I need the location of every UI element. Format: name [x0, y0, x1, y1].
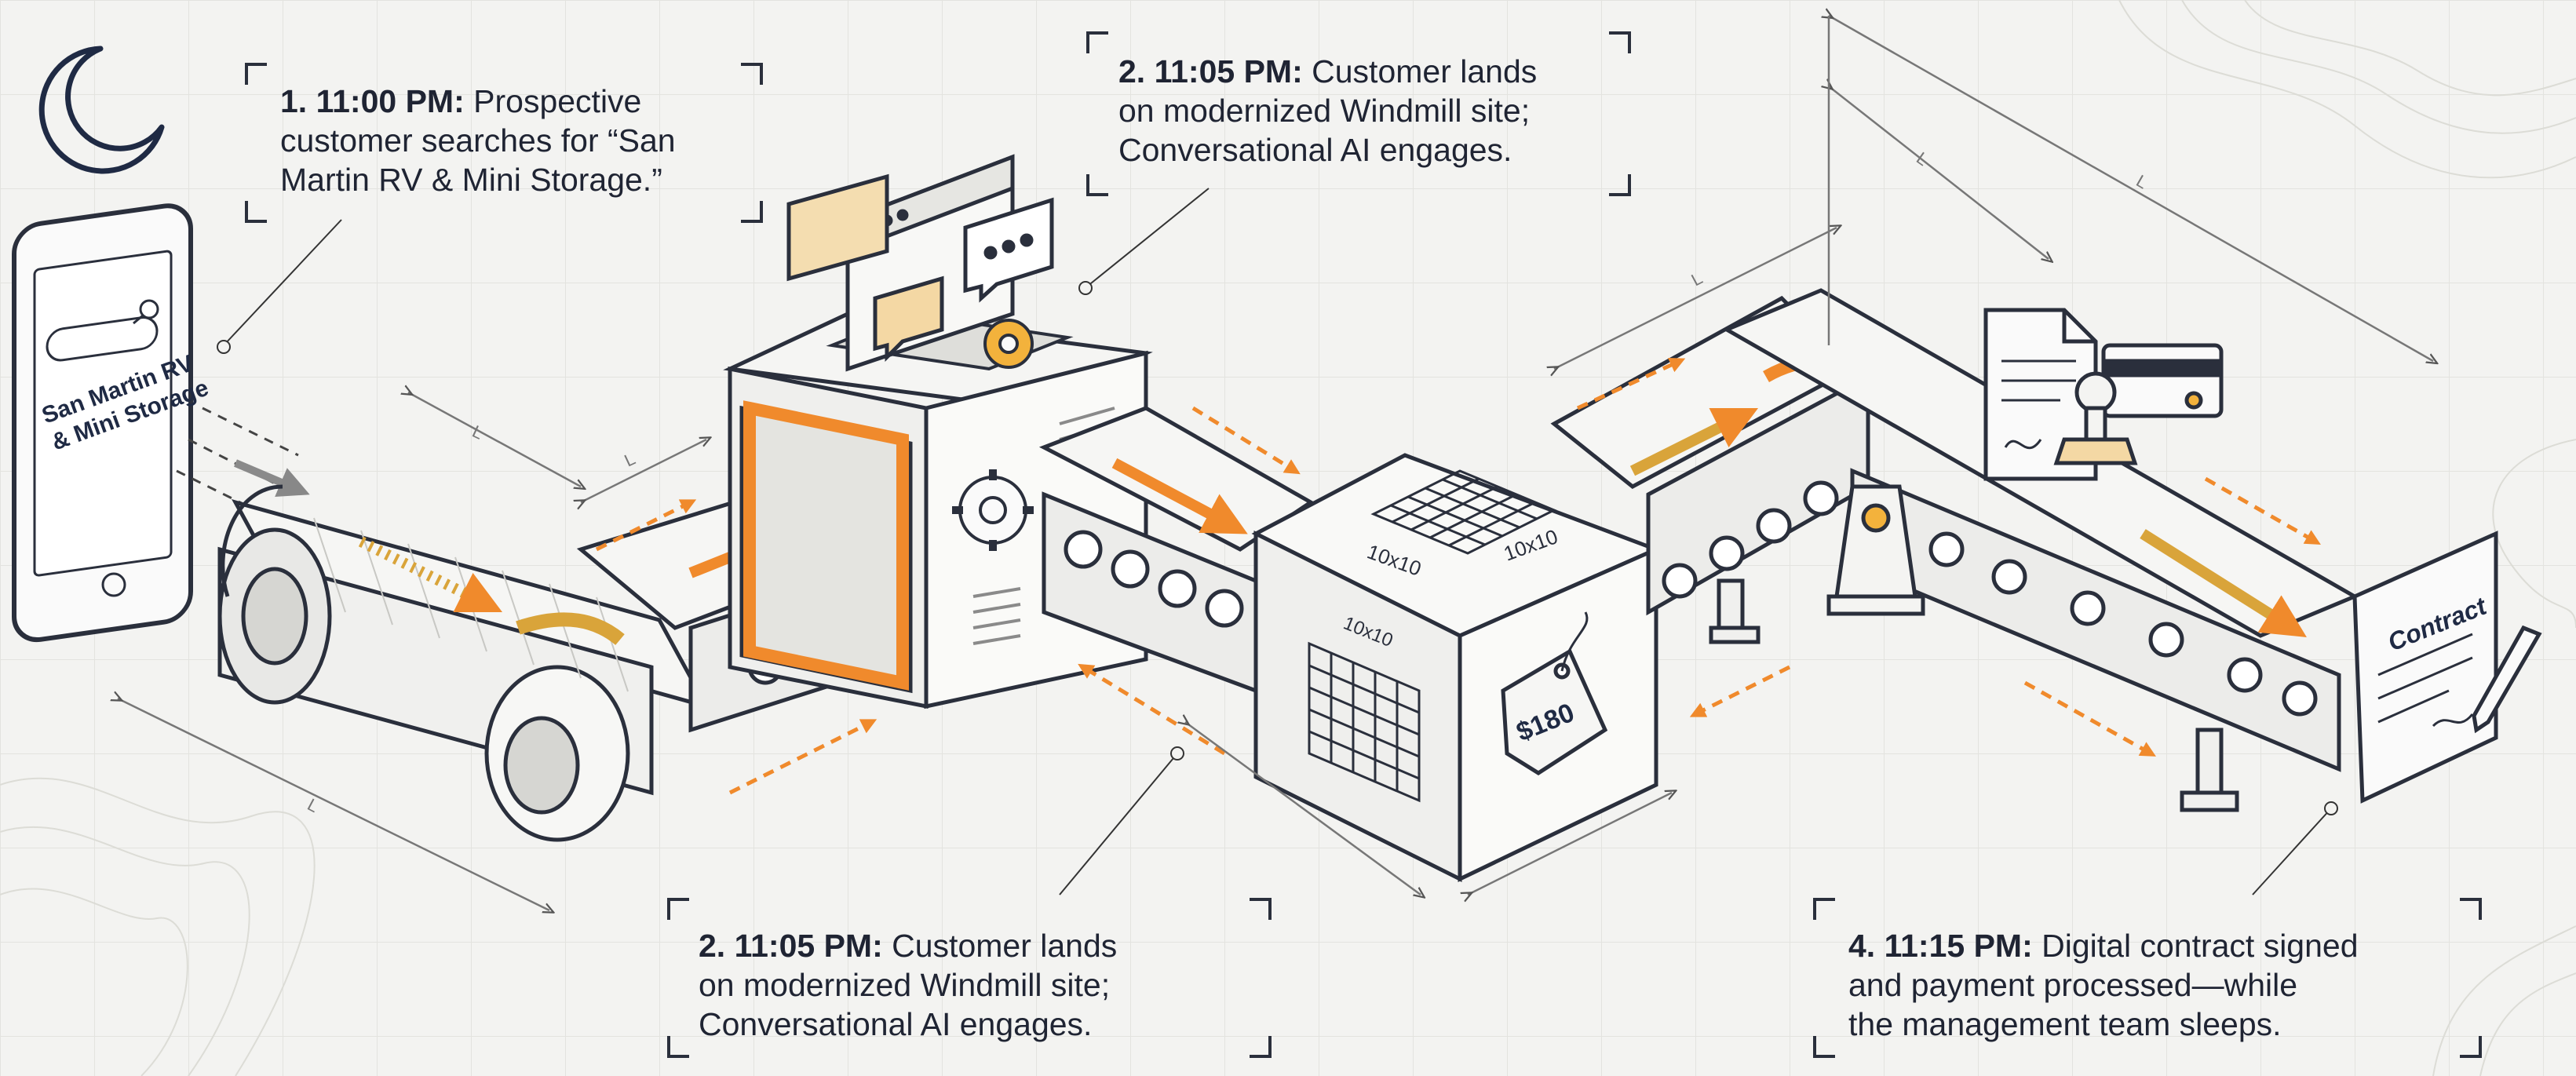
callout-1-line1: Prospective: [473, 83, 642, 119]
phone-icon: [12, 203, 193, 643]
phone-flow-arrow: [234, 459, 310, 498]
unit-top-grid: [1370, 469, 1557, 555]
price-tag-icon: [1501, 611, 1608, 775]
callout-2a-line1: Customer lands: [1312, 53, 1538, 89]
callout-2a-line2: on modernized Windmill site;: [1118, 93, 1531, 129]
stamp-icon: [2053, 371, 2138, 465]
conveyor-5-flow: [2140, 529, 2307, 637]
credit-card-icon: [2101, 343, 2224, 418]
callout-4-line1: Digital contract signed: [2041, 928, 2359, 964]
dimension-lines: [118, 16, 2433, 910]
conveyor-3-flow: [1111, 458, 1248, 534]
callout-leaders: [217, 188, 2338, 895]
callout-1-line2: customer searches for “San: [280, 122, 676, 159]
callout-4-line3: the management team sleeps.: [1848, 1006, 2282, 1042]
callout-1-line3: Martin RV & Mini Storage.”: [280, 162, 662, 198]
callout-2a-step: 2. 11:05 PM:: [1118, 53, 1303, 89]
search-icon: [133, 299, 159, 325]
callout-2a-line3: Conversational AI engages.: [1118, 132, 1512, 168]
callout-2b-line2: on modernized Windmill site;: [699, 967, 1111, 1003]
callout-1-step: 1. 11:00 PM:: [280, 83, 465, 119]
callout-2b-step: 2. 11:05 PM:: [699, 928, 883, 964]
callout-2b-line1: Customer lands: [892, 928, 1118, 964]
chat-bubble-icon: [786, 173, 1054, 363]
pen-icon: [2472, 625, 2542, 734]
gear-icon: [952, 469, 1034, 551]
callout-2b-line3: Conversational AI engages.: [699, 1006, 1093, 1042]
moon-icon: [38, 46, 165, 174]
callout-4-line2: and payment processed—while: [1848, 967, 2298, 1003]
callout-4-step: 4. 11:15 PM:: [1848, 928, 2033, 964]
conveyor-4-flow: [1629, 407, 1759, 476]
orange-dashed-arrows: [595, 357, 2321, 795]
conveyor-1-curve-arrow: [516, 612, 625, 646]
contract-document: [2352, 531, 2498, 804]
gear-small-icon: [983, 319, 1034, 369]
conveyor-support: [1826, 484, 1925, 616]
